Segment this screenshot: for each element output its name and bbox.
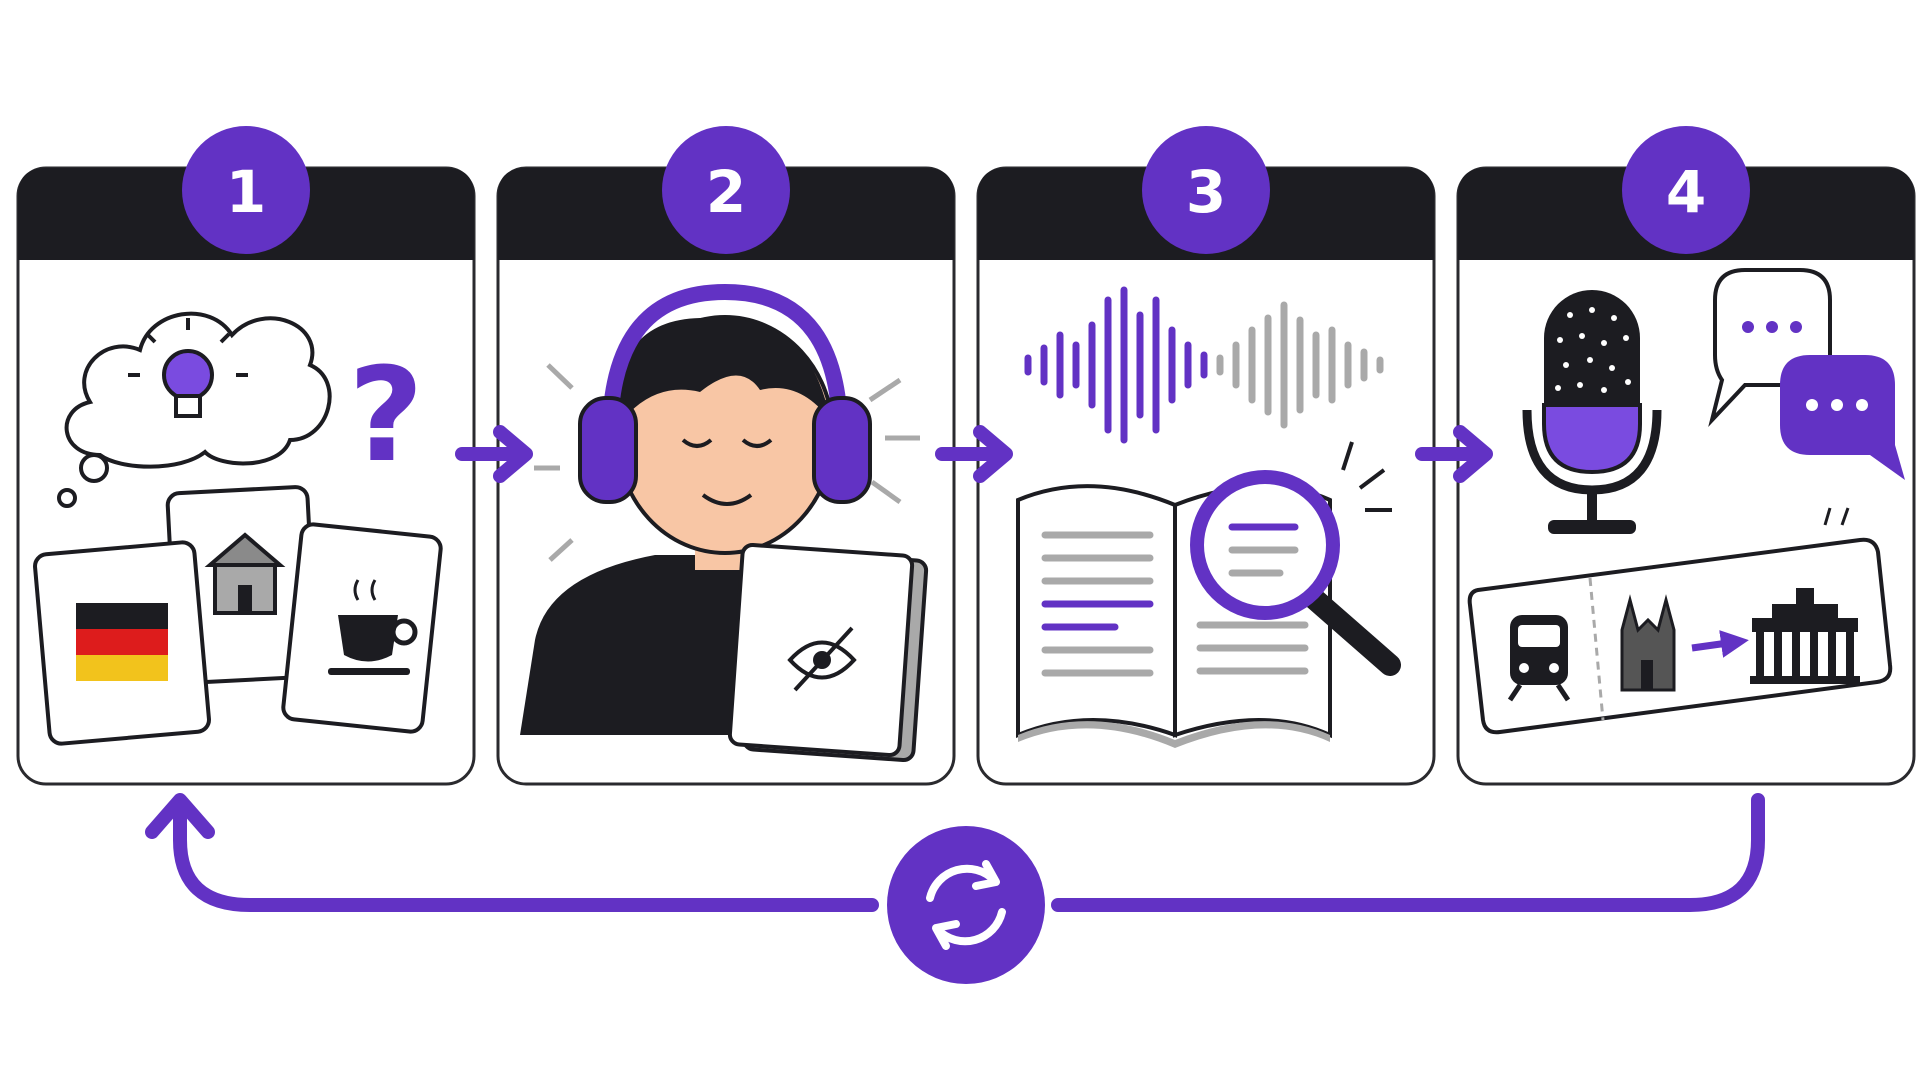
step-arrows [455,425,1493,483]
svg-text:3: 3 [1186,158,1226,226]
step-4-card: 4 [1456,126,1916,786]
headphones-icon [578,283,872,504]
hidden-text-book-icon [727,542,929,763]
brandenburg-gate-icon [1750,588,1860,684]
speech-bubbles-icon [1708,268,1905,480]
repeat-cycle-icon [926,860,1006,950]
svg-text:2: 2 [706,158,746,226]
repeat-cycle-badge [887,826,1045,984]
step-1-badge: 1 [182,126,310,254]
arrow-3-to-4-icon [1415,425,1493,483]
step-1-illustration: ? [33,311,443,746]
step-4-illustration [1467,268,1905,735]
microphone-icon [1522,290,1662,534]
travel-ticket-icon [1467,507,1893,735]
house-card-icon [165,485,319,685]
magnifying-glass-icon [1190,441,1401,676]
arrow-1-to-2-icon [455,425,533,483]
question-mark-icon: ? [348,339,423,491]
step-4-badge: 4 [1622,126,1750,254]
svg-text:4: 4 [1666,158,1706,226]
step-2-badge: 2 [662,126,790,254]
step-3-badge: 3 [1142,126,1270,254]
step-3-illustration [1016,286,1401,748]
step-2-illustration [520,283,929,763]
svg-text:1: 1 [226,158,266,226]
arrow-2-to-3-icon [935,425,1013,483]
step-1-card: ? 1 [16,126,476,786]
loop-back-arrow [145,793,1765,912]
step-2-card: 2 [496,126,956,786]
audio-waveform-icon [1024,286,1384,444]
lightbulb-icon [128,318,248,418]
german-flag-card-icon [33,540,211,746]
cathedral-icon [1620,594,1676,692]
coffee-card-icon [281,522,443,734]
train-icon [1507,615,1571,702]
sound-lines-icon [534,363,920,562]
step-3-card: 3 [976,126,1436,786]
